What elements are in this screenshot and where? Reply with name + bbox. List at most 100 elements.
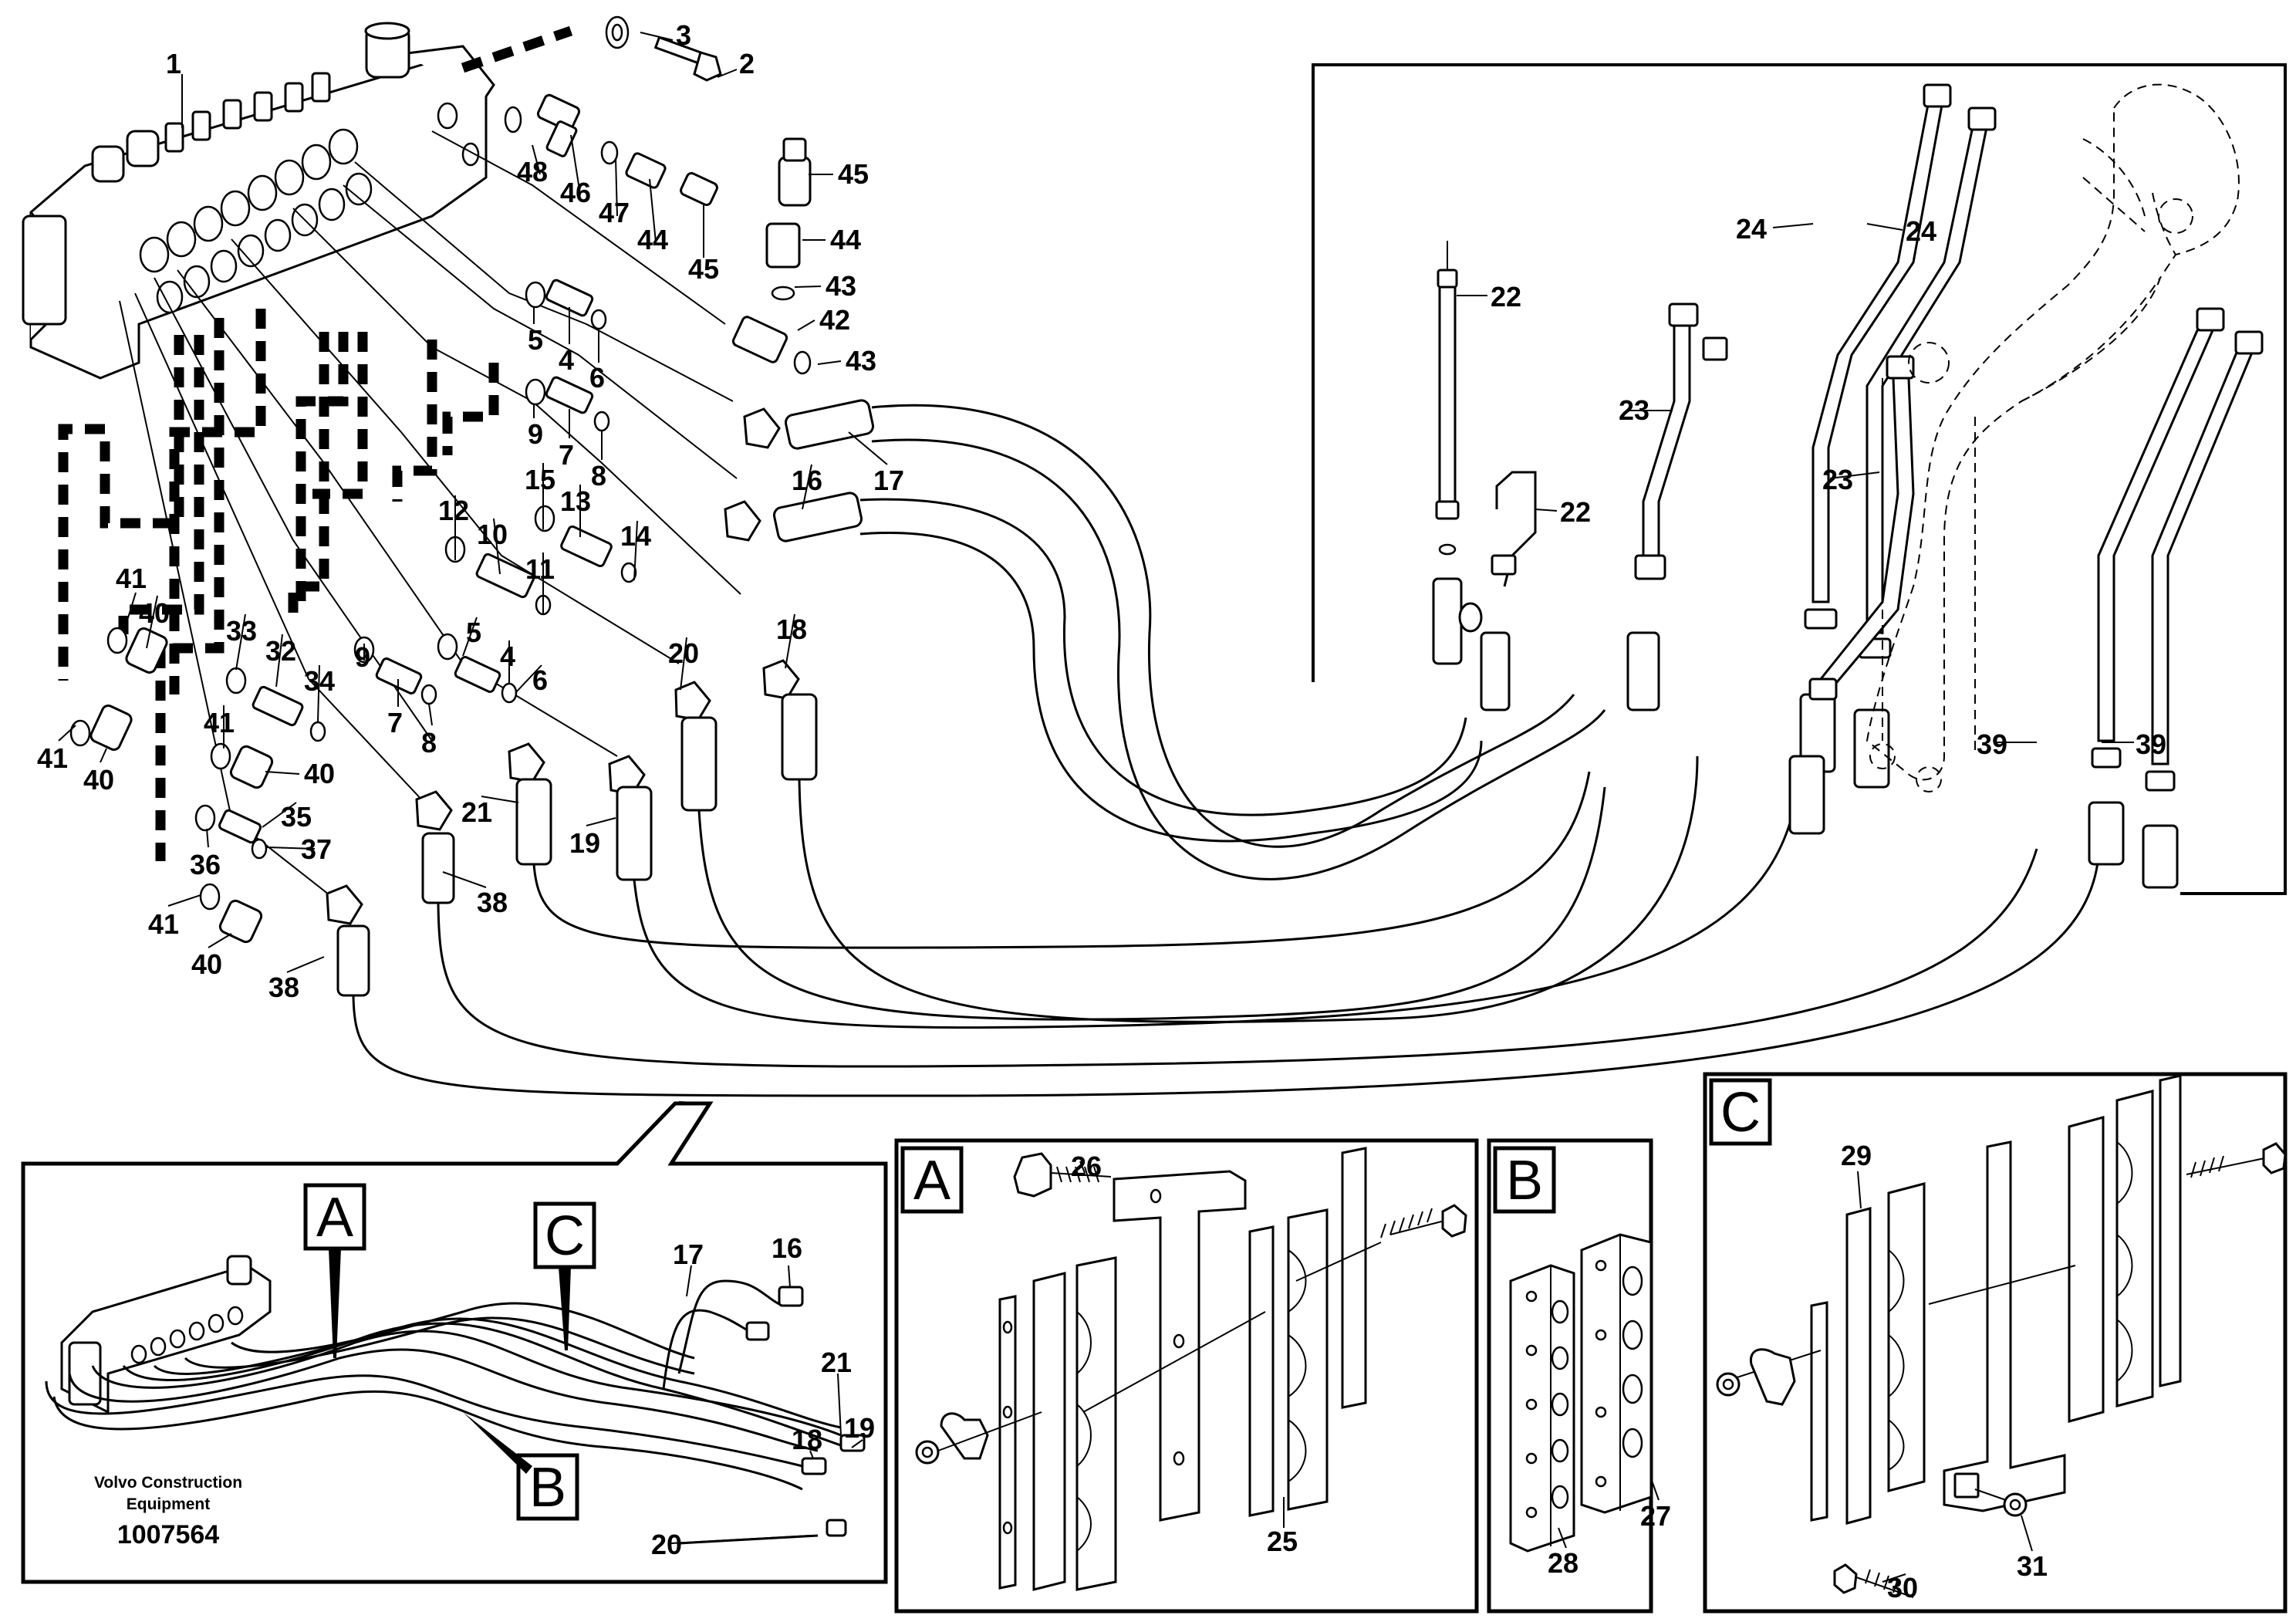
hose-runs: [352, 404, 2100, 1097]
callout-25: 25: [1267, 1526, 1298, 1557]
callout-36: 36: [190, 849, 221, 880]
callout-41: 41: [37, 742, 68, 774]
callout-20: 20: [651, 1529, 682, 1560]
callout-38: 38: [268, 972, 299, 1003]
detail-a-panel: [894, 1138, 1479, 1614]
callout-48: 48: [517, 156, 548, 188]
callout-44: 44: [637, 224, 668, 255]
callout-40: 40: [191, 948, 222, 980]
control-valve-assembly: [22, 22, 495, 380]
callout-18: 18: [792, 1424, 822, 1455]
callout-2: 2: [739, 48, 755, 79]
callout-47: 47: [599, 197, 630, 228]
callout-12: 12: [438, 495, 469, 526]
callout-45: 45: [688, 253, 719, 285]
detail-b-tag-label: B: [1506, 1150, 1543, 1211]
callout-40: 40: [83, 764, 114, 796]
overview-inset: [21, 1101, 888, 1584]
callout-30: 30: [1887, 1572, 1918, 1603]
callout-14: 14: [620, 520, 651, 552]
hose-end-fittings: [326, 399, 875, 997]
callout-41: 41: [116, 563, 147, 594]
callout-29: 29: [1841, 1140, 1872, 1171]
callout-18: 18: [776, 613, 807, 645]
callout-27: 27: [1640, 1500, 1671, 1532]
overview-tag-c-label: C: [545, 1205, 585, 1267]
overview-tags: [303, 1183, 596, 1521]
callout-13: 13: [560, 485, 591, 517]
callout-40: 40: [139, 597, 170, 629]
callout-7: 7: [387, 707, 403, 738]
callout-46: 46: [560, 177, 591, 208]
callout-45: 45: [838, 158, 869, 190]
overview-tag-b-label: B: [529, 1457, 566, 1519]
callout-19: 19: [844, 1412, 875, 1444]
callout-22: 22: [1491, 281, 1521, 313]
callout-44: 44: [830, 224, 861, 255]
callout-24: 24: [1906, 215, 1936, 247]
callout-23: 23: [1822, 464, 1853, 495]
callout-17: 17: [673, 1238, 704, 1270]
boom-phantom-outline: [1866, 83, 2240, 792]
valve-sections: [139, 72, 373, 314]
callout-9: 9: [355, 641, 370, 673]
callout-40: 40: [304, 758, 335, 789]
callout-11: 11: [525, 553, 555, 585]
callout-23: 23: [1619, 394, 1649, 426]
callout-22: 22: [1560, 496, 1591, 528]
callout-20: 20: [668, 637, 699, 669]
callout-16: 16: [772, 1232, 802, 1264]
detail-a-tag-label: A: [913, 1150, 950, 1211]
callout-6: 6: [589, 362, 605, 394]
callout-43: 43: [826, 270, 856, 302]
detail-tag-letters: A B C: [913, 1082, 1761, 1211]
callout-8: 8: [421, 727, 437, 759]
callout-15: 15: [525, 464, 555, 495]
callout-leaders: [58, 32, 2134, 1583]
detail-c-tag-label: C: [1720, 1082, 1761, 1144]
callout-41: 41: [204, 707, 235, 738]
callout-17: 17: [873, 465, 904, 496]
callout-5: 5: [466, 617, 481, 648]
callout-38: 38: [477, 887, 508, 918]
detail-b-panel: [1487, 1138, 1653, 1614]
brand-line-2: Equipment: [127, 1495, 211, 1513]
callout-16: 16: [792, 465, 822, 496]
boom-inset-frame: [1312, 63, 2287, 895]
callout-9: 9: [528, 418, 543, 450]
callout-3: 3: [676, 19, 691, 51]
callout-8: 8: [591, 460, 606, 492]
callout-39: 39: [2136, 728, 2166, 760]
overview-tag-letters: A C B: [316, 1187, 585, 1519]
top-fittings: [504, 15, 812, 375]
callout-37: 37: [301, 833, 332, 865]
callout-10: 10: [477, 519, 508, 550]
drawing-number: 1007564: [117, 1520, 219, 1549]
callout-34: 34: [304, 665, 335, 697]
overview-tag-a-label: A: [316, 1187, 353, 1249]
callout-43: 43: [846, 345, 876, 377]
callout-1: 1: [166, 48, 181, 79]
callout-41: 41: [148, 908, 179, 940]
callout-5: 5: [528, 324, 543, 356]
callout-26: 26: [1071, 1151, 1102, 1182]
inline-fittings: [69, 279, 637, 944]
callout-7: 7: [559, 439, 574, 471]
callout-4: 4: [559, 344, 574, 376]
callout-32: 32: [265, 635, 296, 667]
callout-39: 39: [1977, 728, 2007, 760]
callout-35: 35: [281, 801, 312, 833]
callout-19: 19: [569, 827, 600, 859]
brand-line-1: Volvo Construction: [94, 1474, 242, 1492]
callout-21: 21: [821, 1347, 852, 1378]
callout-31: 31: [2017, 1550, 2048, 1582]
callout-28: 28: [1548, 1547, 1578, 1579]
callout-33: 33: [226, 615, 257, 647]
boom-pipes: [1432, 83, 2264, 889]
drawing-credit: Volvo Construction Equipment 1007564: [94, 1474, 242, 1549]
callout-24: 24: [1736, 213, 1767, 245]
callout-21: 21: [461, 796, 492, 828]
callout-42: 42: [819, 304, 850, 336]
